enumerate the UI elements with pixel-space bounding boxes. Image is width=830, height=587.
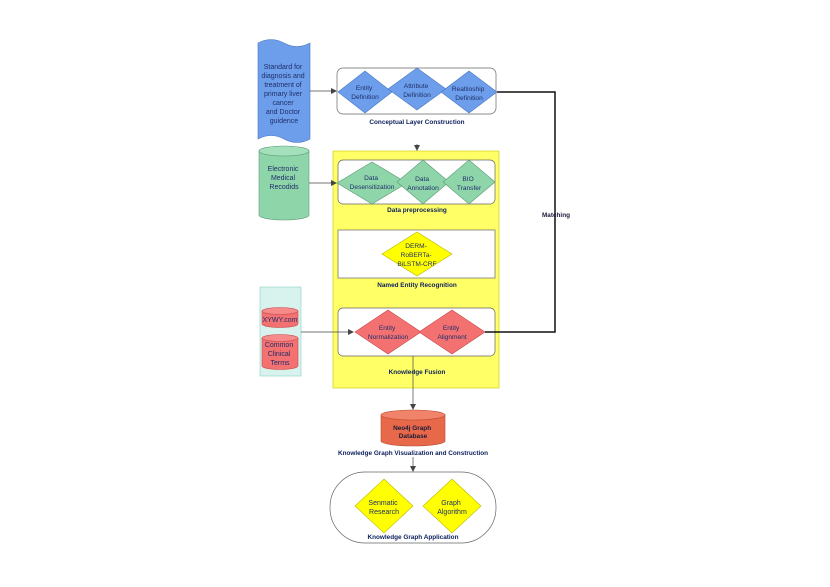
application-caption: Knowledge Graph Application (367, 534, 458, 541)
emr-database (258, 145, 310, 221)
relationship-definition-diamond (440, 70, 498, 114)
data-annotation-label: Data Annotation (407, 176, 439, 192)
data-annotation-diamond (396, 159, 450, 205)
bio-transfer-label: BIO Transfer (457, 176, 482, 192)
entity-definition-label: Entity Definition (351, 85, 379, 101)
data-desensitization-diamond (336, 161, 408, 205)
relationship-definition-label: Realtioship Definition (452, 86, 486, 102)
standard-label: Standard for diagnosis and treatment of … (261, 64, 306, 125)
ner-caption: Named Entity Recognition (377, 282, 457, 289)
entity-alignment-label: Entity Alignment (437, 325, 466, 341)
entity-definition-diamond (337, 70, 393, 114)
neo4j-database (380, 409, 446, 447)
data-preprocessing-caption: Data preprocessing (387, 207, 447, 214)
neo4j-caption: Knowledge Graph Visualization and Constr… (338, 450, 488, 457)
xywy-label: XYWY.com (263, 317, 298, 324)
ner-model-diamond (381, 231, 453, 277)
xywy-database (261, 307, 299, 328)
clinical-terms-label: Common Clinical Terms (265, 342, 295, 367)
attribute-definition-diamond (387, 67, 447, 111)
graph-algorithm-label: Graph Algorithm (437, 500, 467, 516)
emr-label: Electronic Medical Recodids (268, 166, 301, 191)
clinical-terms-database (261, 334, 299, 370)
semantic-research-diamond (354, 478, 414, 534)
entity-normalization-diamond (354, 309, 422, 355)
neo4j-label: Neo4j Graph Database (393, 425, 433, 440)
matching-connector (485, 91, 556, 333)
data-desensitization-label: Data Desensitization (350, 175, 395, 191)
bio-transfer-diamond (442, 159, 496, 205)
fusion-caption: Knowledge Fusion (389, 369, 446, 376)
entity-alignment-diamond (418, 309, 486, 355)
standard-document-shape (257, 39, 311, 143)
connectors (301, 88, 420, 472)
matching-label: Matching (542, 212, 570, 219)
ner-model-label: DERM- RoBERTa- BiLSTM-CRF (397, 243, 436, 268)
conceptual-layer-caption: Conceptual Layer Construction (369, 119, 464, 126)
semantic-research-label: Senmatic Research (368, 500, 399, 516)
graph-algorithm-diamond (422, 478, 482, 534)
entity-normalization-label: Entity Normalization (368, 325, 409, 341)
attribute-definition-label: Attribute Definition (403, 83, 431, 99)
